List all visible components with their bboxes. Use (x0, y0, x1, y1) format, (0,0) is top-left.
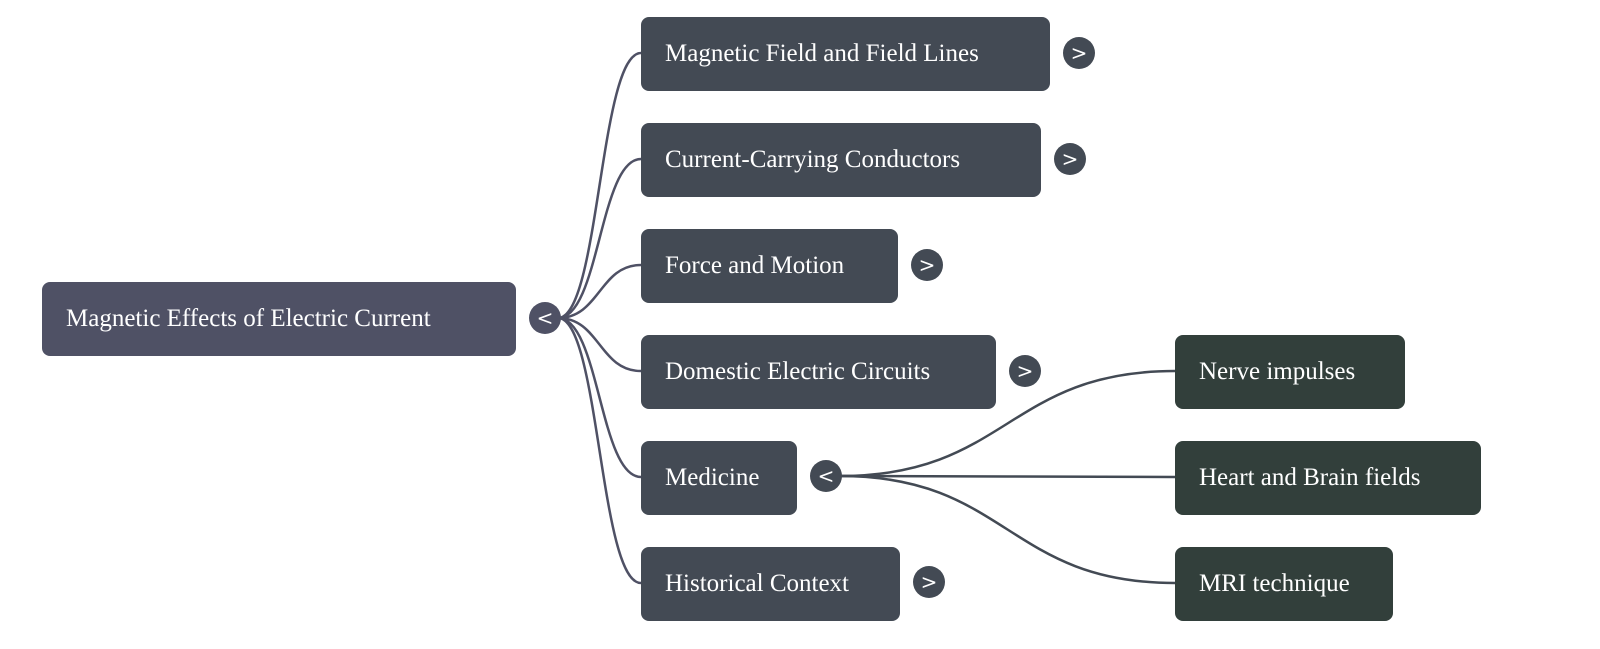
collapse-chevron-left-icon: < (536, 306, 554, 330)
edge-root-to-domestic-circuits (557, 316, 642, 373)
node-label: Medicine (665, 464, 760, 491)
node-label: Domestic Electric Circuits (665, 358, 931, 385)
expand-chevron-right-icon: > (1070, 41, 1088, 65)
edge-root-to-current-carrying (557, 157, 642, 320)
collapse-chevron-left-icon: < (817, 464, 835, 488)
node-label: Nerve impulses (1199, 358, 1356, 385)
expand-chevron-right-icon: > (1061, 147, 1079, 171)
node-label: Current-Carrying Conductors (665, 146, 961, 173)
root-node-label: Magnetic Effects of Electric Current (66, 305, 431, 332)
expand-toggle-magnetic-field[interactable]: > (1063, 37, 1095, 69)
node-heart-and-brain-fields[interactable]: Heart and Brain fields (1175, 441, 1481, 515)
node-label: Historical Context (665, 570, 849, 597)
node-domestic-electric-circuits[interactable]: Domestic Electric Circuits (641, 335, 996, 409)
edge-root-to-medicine (557, 316, 642, 479)
node-label: Heart and Brain fields (1199, 464, 1421, 491)
expand-chevron-right-icon: > (918, 253, 936, 277)
node-label: Force and Motion (665, 252, 845, 279)
node-nerve-impulses[interactable]: Nerve impulses (1175, 335, 1405, 409)
node-force-and-motion[interactable]: Force and Motion (641, 229, 898, 303)
node-label: Magnetic Field and Field Lines (665, 40, 979, 67)
node-historical-context[interactable]: Historical Context (641, 547, 900, 621)
edge-medicine-to-heart-brain (839, 474, 1176, 479)
edge-root-to-historical-context (557, 316, 642, 585)
edge-root-to-force-motion (557, 263, 642, 320)
node-label: MRI technique (1199, 570, 1350, 597)
expand-chevron-right-icon: > (920, 570, 938, 594)
node-mri-technique[interactable]: MRI technique (1175, 547, 1393, 621)
expand-toggle-domestic-circuits[interactable]: > (1009, 355, 1041, 387)
node-magnetic-field[interactable]: Magnetic Field and Field Lines (641, 17, 1050, 91)
expand-toggle-force-motion[interactable]: > (911, 249, 943, 281)
expand-toggle-current-carrying[interactable]: > (1054, 143, 1086, 175)
expand-toggle-historical-context[interactable]: > (913, 566, 945, 598)
root-collapse-toggle[interactable]: < (529, 302, 561, 334)
collapse-toggle-medicine[interactable]: < (810, 460, 842, 492)
edge-root-to-magnetic-field (557, 51, 642, 320)
node-current-carrying-conductors[interactable]: Current-Carrying Conductors (641, 123, 1041, 197)
expand-chevron-right-icon: > (1016, 359, 1034, 383)
node-medicine[interactable]: Medicine (641, 441, 797, 515)
root-node[interactable]: Magnetic Effects of Electric Current (42, 282, 516, 356)
